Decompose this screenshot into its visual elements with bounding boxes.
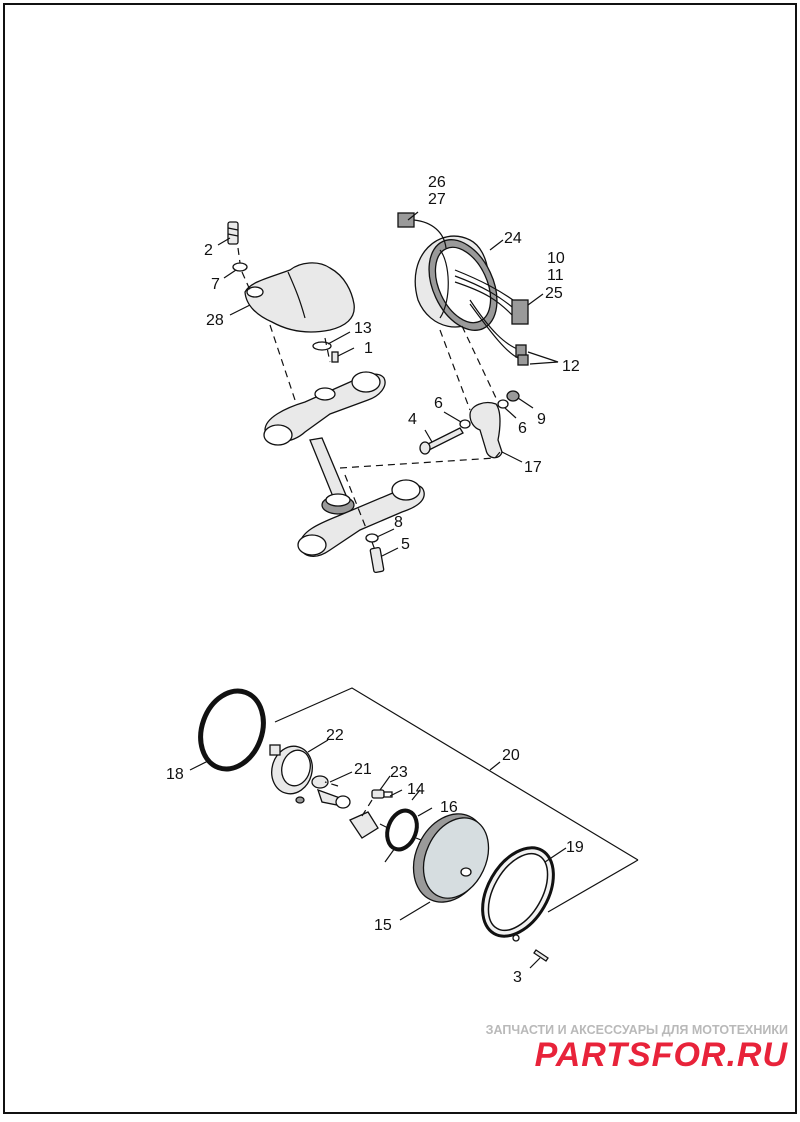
callout-20: 20 [502, 747, 520, 764]
callout-labels: 1 2 3 4 5 6 6 7 8 9 10 11 12 13 14 15 16… [166, 174, 584, 986]
callout-9: 9 [537, 411, 546, 428]
washer-8 [365, 533, 379, 543]
kit-bracket-20 [274, 687, 639, 913]
callout-18: 18 [166, 766, 184, 783]
headlamp-housing [414, 235, 498, 331]
screw-3 [533, 949, 549, 962]
trim-ring-19 [481, 846, 555, 942]
assembly-lines-upper [237, 247, 501, 551]
lower-fork-bracket [297, 479, 425, 557]
callout-1: 1 [364, 340, 373, 357]
washer-6a [459, 419, 471, 429]
callout-13: 13 [354, 320, 372, 337]
screw-1 [331, 351, 339, 363]
fork-cover [244, 262, 355, 333]
callout-12: 12 [562, 358, 580, 375]
screw-2 [227, 221, 239, 245]
upper-fork-bracket [263, 371, 386, 446]
bulb-housing-22 [269, 744, 313, 795]
callout-16: 16 [440, 799, 458, 816]
callout-19: 19 [566, 839, 584, 856]
callout-14: 14 [407, 781, 425, 798]
callout-3: 3 [513, 969, 522, 986]
nut-9 [506, 390, 520, 402]
wiring-harness [454, 269, 529, 366]
callout-6a: 6 [434, 395, 443, 412]
callout-26: 26 [428, 174, 446, 191]
callout-2: 2 [204, 242, 213, 259]
leader-lines-lower [189, 739, 567, 969]
callout-5: 5 [401, 536, 410, 553]
watermark-brand: PARTSFOR.RU [535, 1036, 789, 1074]
callout-22: 22 [326, 727, 344, 744]
bolt-4 [419, 427, 464, 455]
leader-lines-upper [217, 211, 559, 557]
callout-8: 8 [394, 514, 403, 531]
callout-11: 11 [547, 267, 564, 284]
callout-6b: 6 [518, 420, 527, 437]
callout-7: 7 [211, 276, 220, 293]
callout-27: 27 [428, 191, 446, 208]
connector-21b [349, 811, 379, 839]
callout-21: 21 [354, 761, 372, 778]
watermark: ЗАПЧАСТИ И АКСЕССУАРЫ ДЛЯ МОТОТЕХНИКИ PA… [486, 1023, 789, 1074]
bulb-21 [311, 775, 351, 809]
assembly-lines-lower [324, 781, 373, 817]
washer-6b [497, 399, 509, 409]
callout-10: 10 [547, 250, 565, 267]
diagram-border [3, 3, 797, 1114]
callout-17: 17 [524, 459, 542, 476]
callout-4: 4 [408, 411, 417, 428]
sealed-beam-15 [412, 813, 490, 903]
callout-25: 25 [545, 285, 563, 302]
headlamp-connector [397, 212, 447, 249]
watermark-tagline: ЗАПЧАСТИ И АКСЕССУАРЫ ДЛЯ МОТОТЕХНИКИ [486, 1023, 788, 1037]
trim-ring-18 [198, 688, 266, 772]
callout-15: 15 [374, 917, 392, 934]
callout-23: 23 [390, 764, 408, 781]
stem-bearing [321, 493, 355, 515]
callout-28: 28 [206, 312, 224, 329]
washer-7 [232, 262, 248, 272]
clip-21 [295, 796, 305, 804]
callout-24: 24 [504, 230, 522, 247]
